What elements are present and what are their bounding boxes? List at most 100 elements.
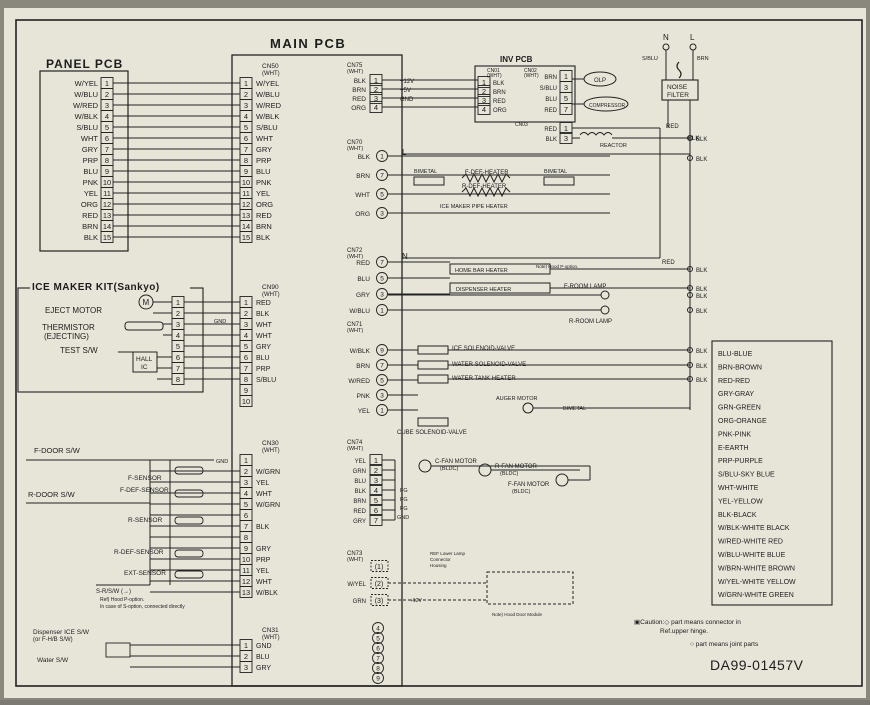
noise-filter-box [661,79,699,101]
panel-pcb-wire-label: W/BLU [74,90,98,99]
cn74-sub: (WHT) [347,446,363,452]
cn90-pin-box [239,395,253,407]
inv-right-label: BLU [545,97,557,103]
part-number: DA99-01457V [710,657,804,673]
legend-item: W/BLK-WHITE BLACK [718,525,790,532]
inv-left-label: ORG [493,108,507,114]
caution-line-3: ○ part means joint parts [690,641,759,648]
cn71-wire-label: W/BLK [350,348,371,355]
thermistor-label: THERMISTOR [42,323,95,332]
panel-pcb-wire-label: PNK [83,178,98,187]
cn50-wire-label: WHT [256,134,273,143]
cn30-wire-label: W/GRN [256,469,280,476]
cn50-pin: 5 [244,123,248,132]
cn50-name: CN50 [262,63,279,70]
cn73-wire-label: GRN [353,599,366,605]
cn70-wire-label: BRN [356,173,370,180]
inv-pcb-box [474,65,576,123]
legend-item: ORG-ORANGE [718,418,767,425]
blk-terminal-label: BLK [696,137,707,143]
cn75-pin: 3 [374,94,378,103]
ice-maker-pin: 2 [176,309,180,318]
cn74-fg-2: FG [400,497,408,503]
cn75-pin: 1 [374,76,378,85]
cube-solenoid-label: CUBE SOLENOID-VALVE [397,430,467,436]
cn50-wire-label: BLK [256,233,270,242]
bottom-pin-circle [372,622,384,634]
wires [113,50,694,668]
cn90-pin: 6 [244,353,248,362]
cn74-pin: 5 [374,496,378,505]
cn73-sub: (WHT) [347,557,363,563]
cn50-wire-label: ORG [256,200,273,209]
panel-pcb-wire-label: PRP [83,156,98,165]
ice-gnd-label: GND [214,319,226,325]
cn90-pin: 8 [244,375,248,384]
cn74-wire-label: BLU [354,479,366,485]
panel-pcb-pin: 9 [105,167,109,176]
ice-solenoid-label: ICE SOLENOID-VALVE [452,346,515,352]
legend-item: E-EARTH [718,445,749,452]
hall-ic-label: IC [141,364,148,371]
cn50-wire-label: W/RED [256,101,282,110]
r-fan-sub: (BLDC) [500,471,519,477]
cn75-pin: 4 [374,103,378,112]
cn71-wire-label: BRN [356,363,370,370]
legend-item: W/GRN-WHITE GREEN [718,592,794,599]
cn71-name: CN71 [347,322,363,328]
cn72-pin: 7 [380,260,384,267]
defrost-heaters: BIMETAL BIMETAL F-DEF-HEATER R-DEF-HEATE… [413,169,575,210]
led-note-3: Housing [430,563,447,568]
ice-maker-pin: 4 [176,331,180,340]
cn71-pin-circle [376,344,388,356]
panel-pcb-pin: 15 [103,233,111,242]
cn50-pin: 15 [242,233,250,242]
panel-pcb-wire-label: GRY [82,145,98,154]
inv-right-pin: 3 [564,83,568,92]
ground-symbol-icon [676,61,682,79]
legend-item: W/BLU-WHITE BLUE [718,552,786,559]
cn71-pin: 5 [380,378,384,385]
r-def-heater-icon [461,186,511,198]
power-input: N L S/BLU BRN NOISE FILTER RED BLK [642,33,709,142]
r-sensor-label: R-SENSOR [128,517,163,524]
cn31-pin: 1 [244,641,248,650]
panel-pcb-pin: 8 [105,156,109,165]
dispenser-switch-icon [105,642,131,658]
led-12v-label: +12V [410,598,422,604]
panel-pcb-pin: 2 [105,90,109,99]
cn50-pin: 2 [244,90,248,99]
ice-maker-pin: 8 [176,375,180,384]
legend-item: W/RED-WHITE RED [718,539,783,546]
cn70-wire-label: WHT [355,192,370,199]
inv-cn03-label: RED [544,127,557,133]
cn72-pin: 3 [380,292,384,299]
ice-maker-pin: 7 [176,364,180,373]
cn90-wire-label: WHT [256,322,273,329]
sensor-note: Ref) Hood P-option. [100,597,144,603]
cn71-sub: (WHT) [347,328,363,334]
cn72-wire-label: RED [356,260,370,267]
blk-terminal-label: BLK [696,287,707,293]
bottom-pin-circle [372,672,384,684]
panel-pcb-wire-label: BLK [84,233,98,242]
panel-pcb-wire-label: RED [82,211,98,220]
c-fan-label: C-FAN MOTOR [435,459,478,465]
legend-item: GRY-GRAY [718,391,754,398]
power-blk-label: BLK [688,136,699,142]
cn50-wire-label: PNK [256,178,271,187]
panel-pcb-pin: 4 [105,112,109,121]
cn30-pin: 5 [244,500,248,509]
blk-terminal-label: BLK [696,294,707,300]
cn50-wire-label: RED [256,211,272,220]
bottom-pin: 5 [376,636,380,643]
panel-pcb-pin: 1 [105,79,109,88]
dispenser-ice-switch-label: Dispenser ICE S/W [33,629,90,636]
inv-right-pin: 7 [564,105,568,114]
cn90-wire-label: PRP [256,366,271,373]
cn75-pin: 2 [374,85,378,94]
inv-left-pin-box [477,94,491,106]
